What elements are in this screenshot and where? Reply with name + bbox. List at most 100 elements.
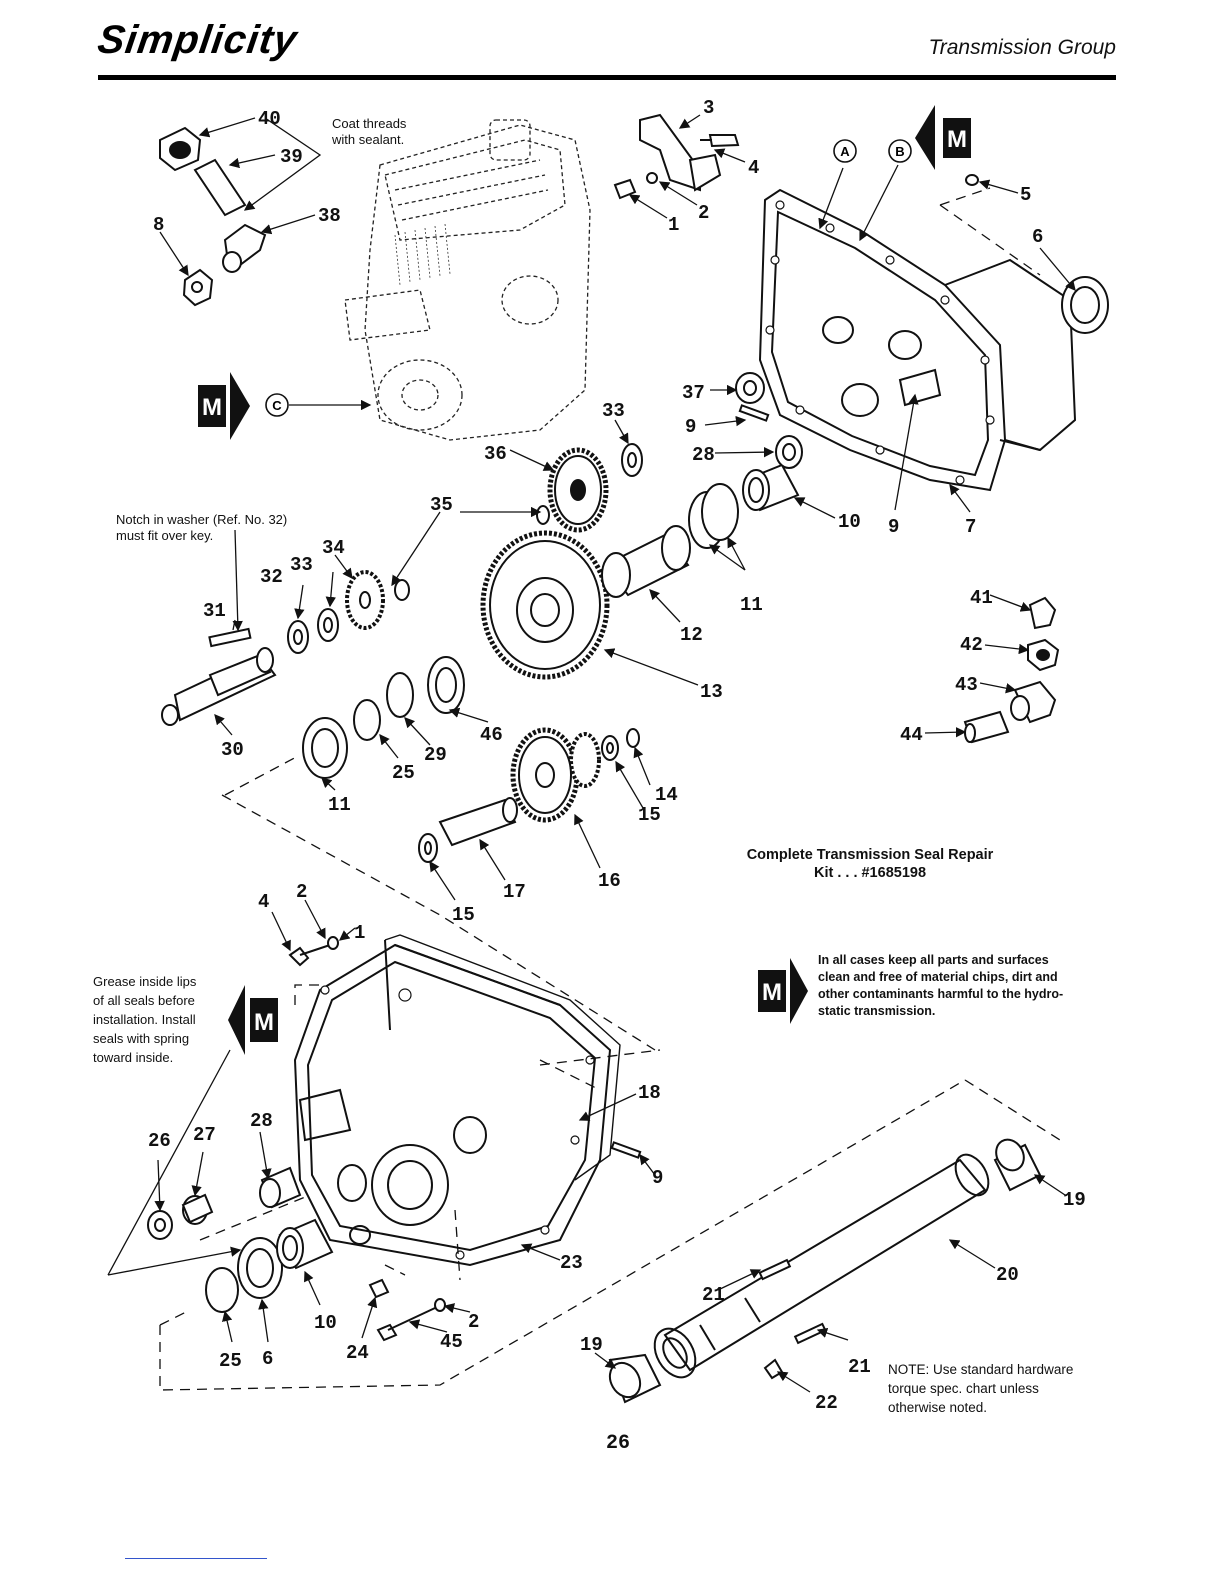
callout-33: 33 [290, 554, 313, 576]
callout-17: 17 [503, 881, 526, 903]
footer-link-underline [125, 1558, 267, 1559]
callout-38: 38 [318, 205, 341, 227]
callout-14: 14 [655, 784, 678, 806]
washers-and-rings [205, 443, 643, 1313]
callout-46: 46 [480, 724, 503, 746]
callout-37: 37 [682, 382, 705, 404]
callout-4: 4 [748, 157, 759, 179]
callout-44: 44 [900, 724, 923, 746]
leader-lines [107, 114, 1076, 1393]
gear-34 [345, 570, 385, 630]
callout-24: 24 [346, 1342, 369, 1364]
callout-29: 29 [424, 744, 447, 766]
callout-4: 4 [258, 891, 269, 913]
callout-20: 20 [996, 1264, 1019, 1286]
callout-5: 5 [1020, 184, 1031, 206]
callout-28: 28 [250, 1110, 273, 1132]
callout-12: 12 [680, 624, 703, 646]
callout-9: 9 [652, 1167, 663, 1189]
callout-7: 7 [965, 516, 976, 538]
seal-repair-kit-note: Complete Transmission Seal Repair Kit . … [746, 847, 994, 881]
callout-11: 11 [328, 794, 351, 816]
callout-6: 6 [262, 1348, 273, 1370]
callout-35: 35 [430, 494, 453, 516]
callout-9: 9 [888, 516, 899, 538]
callout-2: 2 [468, 1311, 479, 1333]
fittings-upper-left [159, 126, 267, 307]
maintenance-symbol-label: M [947, 126, 967, 153]
callout-6: 6 [1032, 226, 1043, 248]
callout-10: 10 [838, 511, 861, 533]
section-title: Transmission Group [928, 36, 1116, 59]
callout-42: 42 [960, 634, 983, 656]
note-keep-clean: In all cases keep all parts and surfaces… [818, 953, 1064, 1018]
callout-19: 19 [1063, 1189, 1086, 1211]
cluster-gear-16 [510, 727, 601, 823]
callout-18: 18 [638, 1082, 661, 1104]
idler-shaft-17 [438, 797, 518, 847]
callout-15: 15 [638, 804, 661, 826]
case-bolt-holes [765, 200, 995, 485]
callout-28: 28 [692, 444, 715, 466]
hydro-fins [394, 223, 451, 286]
callout-16: 16 [598, 870, 621, 892]
hydro-unit-outline [344, 119, 591, 441]
part-callouts: 40 39 38 8 3 4 2 1 5 6 37 9 28 10 9 7 33… [148, 97, 1086, 1414]
ref-circle-b: B [888, 139, 912, 163]
callout-8: 8 [153, 214, 164, 236]
header-rule [98, 75, 1116, 80]
callout-3: 3 [703, 97, 714, 119]
callout-21: 21 [702, 1284, 725, 1306]
callout-1: 1 [668, 214, 679, 236]
callout-22: 22 [815, 1392, 838, 1414]
callout-10: 10 [314, 1312, 337, 1334]
ref-circle-c: C [265, 393, 289, 417]
maintenance-symbol-label: M [762, 979, 782, 1006]
callout-15: 15 [452, 904, 475, 926]
callout-32: 32 [260, 566, 283, 588]
callout-27: 27 [193, 1124, 216, 1146]
callout-43: 43 [955, 674, 978, 696]
note-grease-seals: Grease inside lips of all seals before i… [93, 974, 197, 1065]
callout-41: 41 [970, 587, 993, 609]
callout-33: 33 [602, 400, 625, 422]
callout-25: 25 [219, 1350, 242, 1372]
input-shaft-30 [161, 647, 277, 726]
maintenance-symbol-note: M [758, 958, 808, 1024]
svg-text:C: C [272, 398, 282, 413]
callout-30: 30 [221, 739, 244, 761]
callout-36: 36 [484, 443, 507, 465]
page-number: 26 [605, 1432, 630, 1455]
maintenance-symbol-left: M [228, 985, 278, 1055]
gasket [384, 934, 621, 1181]
maintenance-symbol-top: M [915, 105, 971, 170]
callout-39: 39 [280, 146, 303, 168]
callout-31: 31 [203, 600, 226, 622]
fittings-right [963, 596, 1060, 744]
axle-bushings [608, 1138, 1042, 1404]
callout-1: 1 [354, 922, 365, 944]
roll-pins [610, 404, 827, 1345]
axle-shaft [653, 1153, 990, 1379]
maintenance-symbol-label: M [202, 394, 222, 421]
note-notch-washer: Notch in washer (Ref. No. 32) must fit o… [116, 512, 288, 543]
callout-23: 23 [560, 1252, 583, 1274]
callout-13: 13 [700, 681, 723, 703]
callout-34: 34 [322, 537, 345, 559]
svg-text:A: A [840, 144, 850, 159]
transmission-case-upper [758, 188, 1077, 492]
maintenance-symbol-label: M [254, 1009, 274, 1036]
assembly-guide-lines [159, 187, 1061, 1391]
callout-45: 45 [440, 1331, 463, 1353]
transmission-case-lower [293, 939, 612, 1267]
ref-circle-a: A [833, 139, 857, 163]
bearings-and-sleeves [147, 276, 1109, 1299]
note-hardware-torque: NOTE: Use standard hardware torque spec.… [888, 1362, 1074, 1415]
callout-2: 2 [698, 202, 709, 224]
callout-25: 25 [392, 762, 415, 784]
callout-9: 9 [685, 416, 696, 438]
callout-21: 21 [848, 1356, 871, 1378]
callout-40: 40 [258, 108, 281, 130]
